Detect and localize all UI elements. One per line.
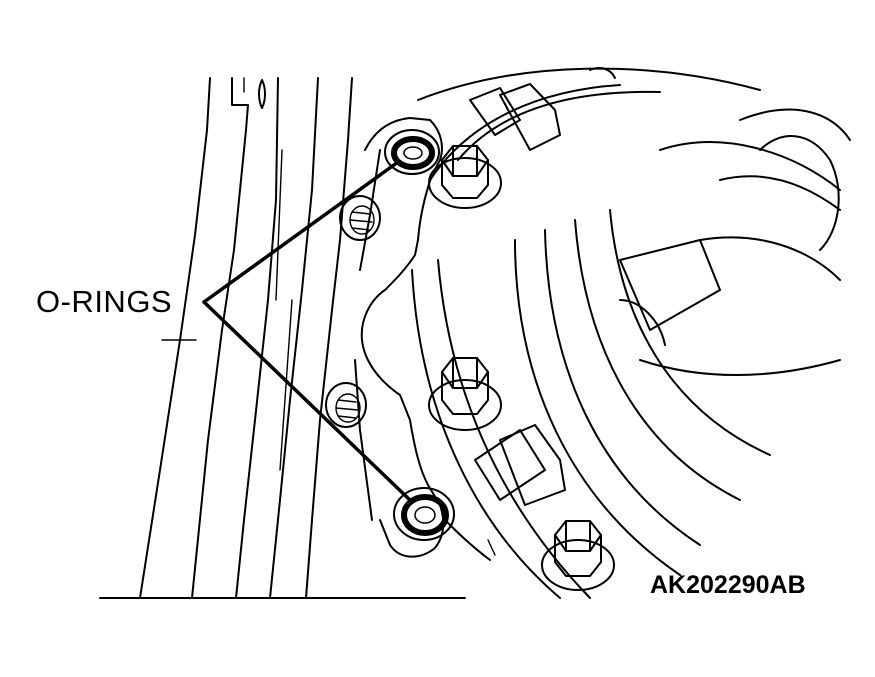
housing-outline (99, 77, 466, 599)
ring-gear-housing (411, 67, 851, 599)
o-rings-label: O-RINGS (36, 284, 173, 319)
threaded-hole-lower (325, 382, 367, 428)
callout-leader-lines (202, 160, 414, 504)
hex-bolt-top (428, 145, 502, 209)
threaded-hole-upper (339, 195, 381, 241)
figure-id-label: AK202290AB (650, 571, 806, 599)
o-ring-lower (393, 487, 455, 541)
o-ring-upper (384, 129, 440, 175)
hex-bolt-bottom (541, 520, 615, 591)
hex-bolt-middle (428, 357, 502, 431)
